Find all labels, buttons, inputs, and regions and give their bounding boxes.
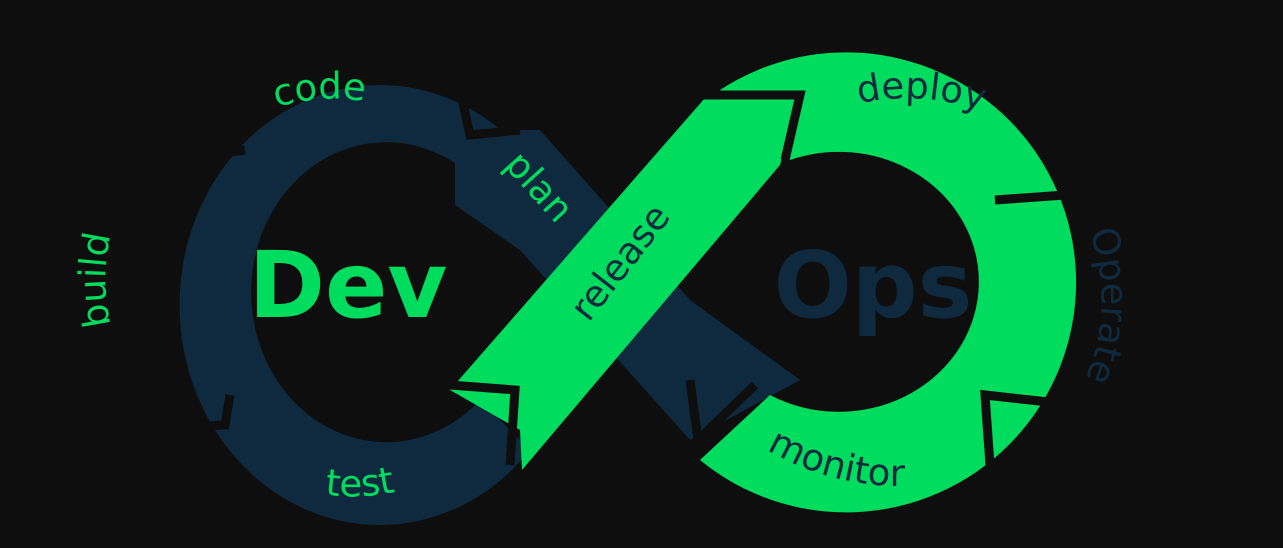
gap-build-test <box>134 394 235 435</box>
ops-title: Ops <box>774 232 973 339</box>
label-build: build <box>71 229 119 331</box>
dev-ring-body <box>179 85 531 526</box>
label-test: test <box>324 458 397 505</box>
gap-deploy-operate <box>994 114 1080 205</box>
release-band <box>450 95 800 470</box>
gap-operate-monitor <box>980 389 1076 466</box>
segment-gaps <box>134 89 1080 466</box>
gap-test-release <box>449 380 520 466</box>
gap-monitor-release <box>685 379 759 450</box>
gap-code-build <box>170 94 246 166</box>
gap-release-deploy <box>700 90 806 162</box>
dev-title: Dev <box>249 232 448 339</box>
gap-code-plan <box>455 89 521 140</box>
